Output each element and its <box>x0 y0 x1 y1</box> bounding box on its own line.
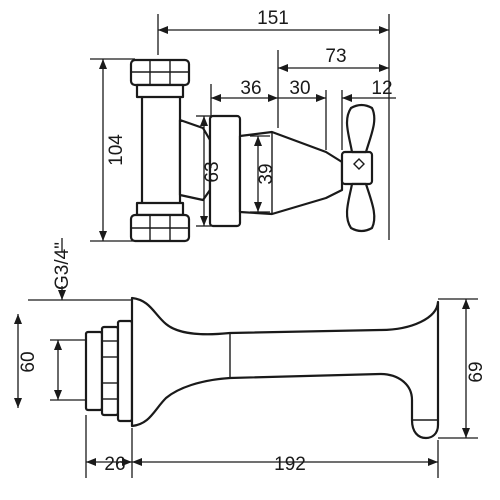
spout-body <box>130 296 440 440</box>
top-view-dimensions: 151 73 36 30 12 104 63 <box>90 8 396 242</box>
dim-height: 104 <box>106 134 127 166</box>
dim-flange-depth: 26 <box>104 454 125 475</box>
valve-top-view <box>129 58 376 243</box>
dim-backplate-to-body: 36 <box>240 78 261 99</box>
dim-handle-projection: 73 <box>325 46 346 67</box>
dim-thread-size: G3/4" <box>52 242 73 290</box>
dim-spout-length: 192 <box>274 454 306 475</box>
spout-flange <box>116 319 134 423</box>
valve-head <box>238 130 344 216</box>
handle-arm-bottom <box>345 182 376 233</box>
dim-body-height: 39 <box>256 163 277 184</box>
dim-plate-height: 63 <box>202 161 223 182</box>
thread-stub <box>84 330 104 412</box>
spout-side-view <box>84 296 440 440</box>
dim-side-plate-height: 60 <box>18 351 39 372</box>
valve-pipe-body <box>140 93 182 207</box>
dim-outlet-height: 69 <box>466 361 487 382</box>
side-view-dimensions: G3/4" 60 69 26 192 <box>14 238 487 478</box>
handle-arm-top <box>345 103 376 154</box>
dim-body-depth: 30 <box>289 78 310 99</box>
dim-overall-width: 151 <box>257 8 289 29</box>
dim-handle-depth: 12 <box>371 78 392 99</box>
handle-hub <box>340 150 374 186</box>
